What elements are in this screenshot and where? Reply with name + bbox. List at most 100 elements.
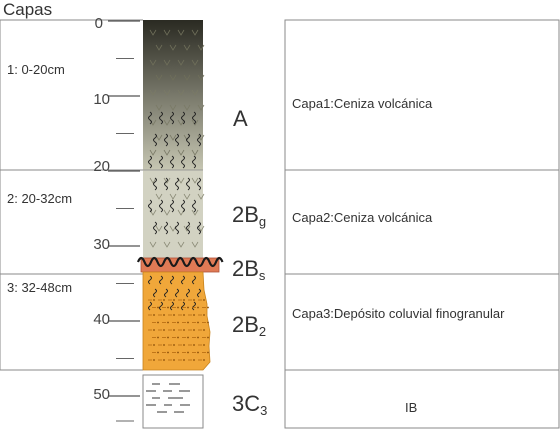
root-squiggle xyxy=(181,301,185,311)
texture-dot xyxy=(153,344,155,346)
texture-dot xyxy=(183,359,185,361)
horizon-label-a: A xyxy=(233,106,248,131)
texture-v-mark xyxy=(177,29,185,36)
texture-dot xyxy=(207,336,209,339)
root-squiggle xyxy=(148,199,152,213)
texture-dot xyxy=(183,344,185,346)
root-squiggle xyxy=(148,275,152,285)
texture-v-mark xyxy=(163,177,171,184)
texture-marks xyxy=(146,29,209,413)
layer-2b2-fill xyxy=(142,271,211,371)
root-squiggle xyxy=(197,177,201,191)
texture-dot xyxy=(203,359,205,361)
description-layer-2: Capa2:Ceniza volcánica xyxy=(292,210,433,225)
depth-label-10: 10 xyxy=(93,91,110,108)
texture-dot xyxy=(153,314,155,316)
texture-v-mark xyxy=(177,241,185,248)
texture-v-mark xyxy=(183,225,191,232)
texture-dot xyxy=(183,329,185,331)
root-squiggle xyxy=(186,177,190,191)
texture-dot xyxy=(187,351,189,354)
texture-v-mark xyxy=(163,89,171,96)
root-squiggle xyxy=(186,288,190,298)
texture-dot xyxy=(203,344,205,346)
root-squiggle xyxy=(181,111,185,125)
texture-dot xyxy=(187,336,189,339)
texture-v-mark xyxy=(177,177,185,184)
texture-v-mark xyxy=(191,241,199,248)
depth-label-30: 30 xyxy=(93,236,110,253)
texture-v-mark xyxy=(163,241,171,248)
texture-dot xyxy=(207,351,209,354)
root-squiggle xyxy=(197,288,201,298)
texture-v-mark xyxy=(183,193,191,200)
root-squiggle xyxy=(153,288,157,298)
texture-v-mark xyxy=(191,209,199,216)
root-squiggle xyxy=(164,133,168,147)
layer-label-3: 3: 32-48cm xyxy=(7,280,72,295)
texture-dot xyxy=(157,306,159,309)
texture-v-mark xyxy=(169,193,177,200)
soil-column xyxy=(136,20,224,429)
root-squiggle xyxy=(197,221,201,235)
texture-dot xyxy=(203,299,205,301)
root-squiggle xyxy=(164,221,168,235)
texture-v-mark xyxy=(155,134,163,141)
texture-v-mark xyxy=(197,104,205,111)
texture-dot xyxy=(207,321,209,324)
texture-v-mark xyxy=(191,59,199,66)
texture-dot xyxy=(203,329,205,331)
texture-dot xyxy=(153,359,155,361)
root-squiggle xyxy=(159,199,163,213)
texture-dot xyxy=(177,336,179,339)
root-squiggle xyxy=(175,133,179,147)
root-squiggle xyxy=(148,155,152,169)
root-squiggle xyxy=(192,275,196,285)
texture-dot xyxy=(163,299,165,301)
texture-v-mark xyxy=(149,177,157,184)
texture-v-mark xyxy=(169,104,177,111)
description-layer-4: IB xyxy=(405,400,417,415)
root-squiggle xyxy=(192,199,196,213)
depth-label-50: 50 xyxy=(93,386,110,403)
texture-v-mark xyxy=(177,149,185,156)
depth-labels: 0 10 20 30 40 50 xyxy=(93,15,110,403)
texture-v-mark xyxy=(191,89,199,96)
layer-descriptions: Capa1:Ceniza volcánica Capa2:Ceniza volc… xyxy=(292,96,505,415)
description-layer-3: Capa3:Depósito coluvial finogranular xyxy=(292,306,505,321)
texture-dot xyxy=(173,359,175,361)
horizon-label-2bg: 2Bg xyxy=(232,202,266,229)
root-squiggle xyxy=(148,301,152,311)
root-squiggle xyxy=(175,221,179,235)
texture-dot xyxy=(197,321,199,324)
texture-v-mark xyxy=(197,74,205,81)
layer-labels: 1: 0-20cm 2: 20-32cm 3: 32-48cm xyxy=(7,62,72,295)
horizon-label-2b2: 2B2 xyxy=(232,312,266,339)
texture-dot xyxy=(173,314,175,316)
root-squiggle xyxy=(186,221,190,235)
description-layer-1: Capa1:Ceniza volcánica xyxy=(292,96,433,111)
texture-v-mark xyxy=(191,119,199,126)
layer-box-grid xyxy=(0,19,560,429)
texture-v-mark xyxy=(191,149,199,156)
root-squiggle xyxy=(170,301,174,311)
root-squiggle xyxy=(164,288,168,298)
texture-dot xyxy=(167,321,169,324)
texture-dot xyxy=(197,351,199,354)
texture-dot xyxy=(193,314,195,316)
texture-dot xyxy=(183,314,185,316)
texture-dot xyxy=(173,329,175,331)
texture-v-mark xyxy=(169,44,177,51)
texture-dot xyxy=(157,351,159,354)
depth-label-0: 0 xyxy=(95,15,103,32)
depth-label-20: 20 xyxy=(93,158,110,175)
texture-dot xyxy=(173,344,175,346)
texture-dot xyxy=(197,336,199,339)
texture-v-mark xyxy=(149,241,157,248)
right-layer-box-4 xyxy=(284,369,560,429)
horizon-label-2bs: 2Bs xyxy=(232,256,266,283)
layer-label-1: 1: 0-20cm xyxy=(7,62,65,77)
root-squiggle xyxy=(192,111,196,125)
texture-dot xyxy=(153,329,155,331)
root-squiggle xyxy=(159,155,163,169)
